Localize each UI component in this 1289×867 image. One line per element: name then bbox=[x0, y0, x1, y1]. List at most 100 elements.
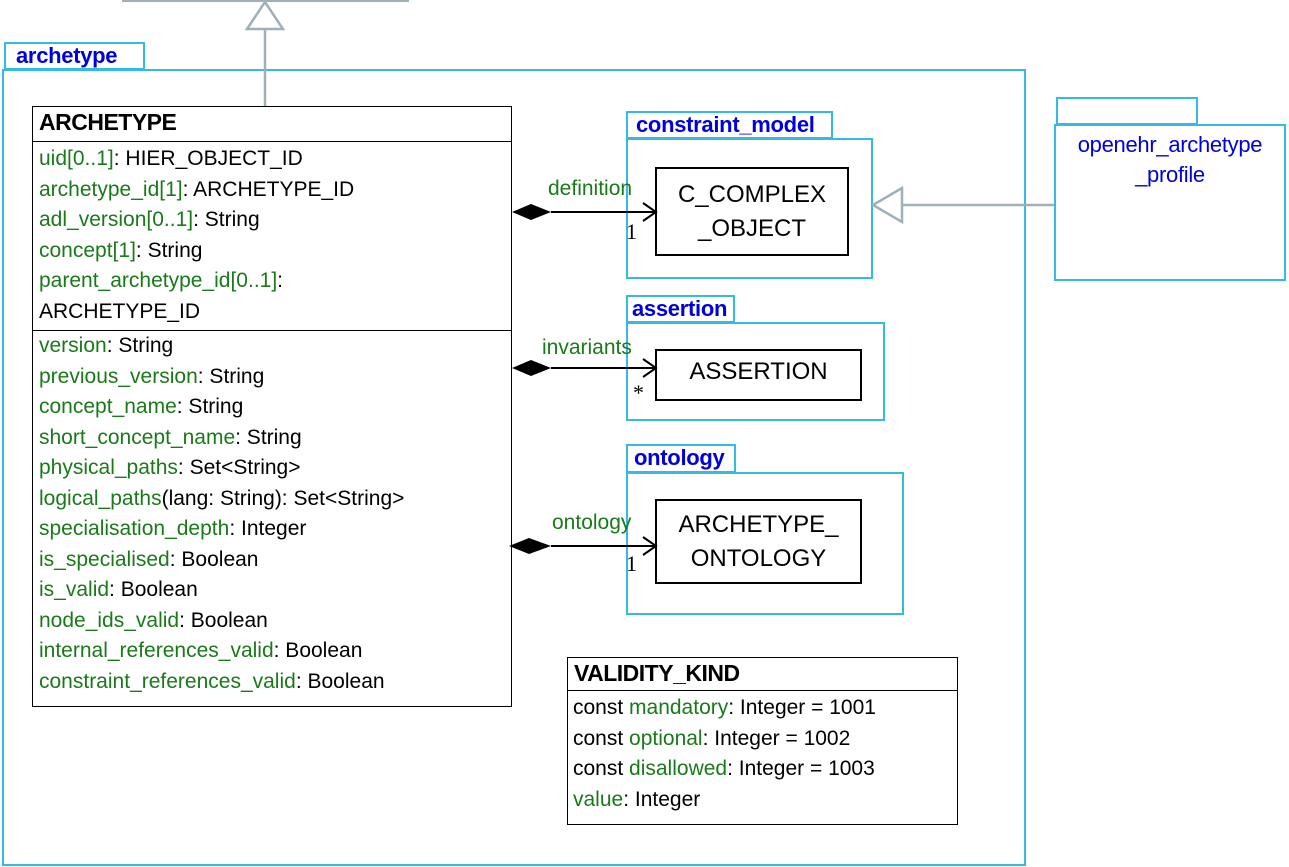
attribute-type: : Integer = 1003 bbox=[727, 757, 875, 780]
attribute-row: internal_references_valid: Boolean bbox=[39, 636, 505, 667]
constraint-model-package-tab[interactable]: constraint_model bbox=[626, 111, 833, 139]
attribute-type: : String bbox=[176, 395, 244, 418]
attribute-type: : Set<String> bbox=[177, 456, 301, 479]
validity-kind-class[interactable]: VALIDITY_KIND const mandatory: Integer =… bbox=[567, 657, 958, 825]
assertion-class-label: ASSERTION bbox=[689, 358, 828, 385]
definition-role-label: definition bbox=[548, 177, 633, 200]
attribute-row: const mandatory: Integer = 1001 bbox=[573, 693, 951, 724]
archetype-ontology-class[interactable]: ARCHETYPE_ ONTOLOGY bbox=[655, 499, 862, 584]
attribute-name: internal_references_valid bbox=[39, 639, 274, 662]
attribute-prefix: const bbox=[573, 726, 630, 750]
attribute-row: is_valid: Boolean bbox=[39, 575, 505, 606]
attribute-prefix: const bbox=[573, 757, 630, 780]
attribute-name: disallowed bbox=[629, 757, 728, 780]
attribute-row: concept_name: String bbox=[39, 392, 505, 423]
attribute-type: : Integer bbox=[229, 517, 307, 540]
constraint-model-package-label: constraint_model bbox=[636, 112, 815, 137]
attribute-name: concept_name bbox=[39, 395, 177, 418]
definition-association bbox=[512, 202, 658, 222]
attribute-row: constraint_references_valid: Boolean bbox=[39, 667, 505, 698]
attribute-row: archetype_id[1]: ARCHETYPE_ID bbox=[39, 175, 505, 206]
attribute-name: short_concept_name bbox=[39, 425, 236, 449]
attribute-row: short_concept_name: String bbox=[39, 423, 505, 454]
attribute-type: : Boolean bbox=[179, 608, 268, 632]
assertion-class[interactable]: ASSERTION bbox=[655, 349, 862, 401]
attribute-name: specialisation_depth bbox=[39, 517, 230, 540]
ontology-role-label: ontology bbox=[552, 511, 632, 534]
assertion-package-tab[interactable]: assertion bbox=[626, 295, 735, 323]
attribute-type: : Integer = 1001 bbox=[728, 696, 876, 719]
attribute-type: : HIER_OBJECT_ID bbox=[113, 147, 303, 170]
invariants-multiplicity: * bbox=[633, 380, 644, 405]
attribute-row: const disallowed: Integer = 1003 bbox=[573, 754, 951, 785]
ontology-multiplicity: 1 bbox=[626, 551, 637, 576]
invariants-role-label: invariants bbox=[542, 336, 632, 359]
attribute-name: concept[1] bbox=[39, 238, 136, 262]
attribute-type: ARCHETYPE_ID bbox=[39, 299, 201, 323]
attribute-row: node_ids_valid: Boolean bbox=[39, 606, 505, 637]
attribute-row: physical_paths: Set<String> bbox=[39, 453, 505, 484]
attribute-type: : bbox=[277, 269, 284, 292]
openehr-profile-label-line2: _profile bbox=[1135, 162, 1205, 187]
attribute-type: : String bbox=[197, 364, 265, 388]
attribute-name: value bbox=[573, 787, 624, 811]
ontology-package-tab[interactable]: ontology bbox=[626, 444, 736, 473]
c-complex-object-label: C_COMPLEX _OBJECT bbox=[677, 180, 827, 242]
openehr-profile-label-line1: openehr_archetype bbox=[1077, 132, 1263, 157]
definition-multiplicity: 1 bbox=[626, 219, 637, 244]
attribute-row: uid[0..1]: HIER_OBJECT_ID bbox=[39, 144, 505, 175]
attribute-name: logical_paths bbox=[39, 486, 162, 510]
attribute-type: : Boolean bbox=[169, 547, 259, 571]
attribute-name: optional bbox=[629, 726, 703, 750]
profile-generalization bbox=[870, 185, 1054, 225]
attribute-name: adl_version[0..1] bbox=[39, 208, 194, 231]
attribute-row: version: String bbox=[39, 331, 505, 362]
attribute-name: is_valid bbox=[39, 578, 110, 601]
attribute-row: is_specialised: Boolean bbox=[39, 545, 505, 576]
attribute-row: previous_version: String bbox=[39, 362, 505, 393]
attribute-prefix: const bbox=[573, 696, 630, 719]
attribute-type: : Integer bbox=[623, 787, 701, 811]
attribute-type: : Boolean bbox=[273, 639, 363, 662]
attribute-row: logical_paths(lang: String): Set<String> bbox=[39, 484, 505, 515]
attribute-type: : String bbox=[135, 238, 203, 262]
invariants-association bbox=[512, 358, 658, 378]
attribute-name: constraint_references_valid bbox=[39, 669, 296, 693]
archetype-package-label: archetype bbox=[16, 43, 118, 68]
attribute-name: physical_paths bbox=[39, 456, 178, 479]
attribute-row: adl_version[0..1]: String bbox=[39, 205, 505, 236]
attribute-type: : ARCHETYPE_ID bbox=[182, 177, 355, 201]
archetype-class-title: ARCHETYPE bbox=[39, 109, 177, 135]
attribute-type: : String bbox=[106, 334, 174, 357]
attribute-row: concept[1]: String bbox=[39, 236, 505, 267]
validity-kind-title: VALIDITY_KIND bbox=[574, 660, 740, 686]
attribute-row: const optional: Integer = 1002 bbox=[573, 724, 951, 755]
archetype-ontology-label: ARCHETYPE_ ONTOLOGY bbox=[678, 510, 839, 572]
openehr-profile-package[interactable]: openehr_archetype _profile bbox=[1054, 124, 1286, 281]
ontology-package-label: ontology bbox=[634, 445, 725, 470]
attribute-type: (lang: String): Set<String> bbox=[161, 486, 405, 510]
c-complex-object-class[interactable]: C_COMPLEX _OBJECT bbox=[655, 167, 849, 256]
attribute-type: : String bbox=[235, 425, 302, 449]
archetype-generalization bbox=[244, 0, 286, 106]
attribute-name: version bbox=[39, 334, 107, 357]
attribute-row: parent_archetype_id[0..1]: bbox=[39, 266, 505, 297]
attribute-type: : String bbox=[193, 208, 260, 231]
attribute-row: value: Integer bbox=[573, 785, 951, 816]
attribute-name: mandatory bbox=[629, 696, 729, 719]
attribute-name: parent_archetype_id[0..1] bbox=[39, 269, 278, 292]
attribute-row: ARCHETYPE_ID bbox=[39, 297, 505, 328]
attribute-name: node_ids_valid bbox=[39, 608, 180, 632]
attribute-name: archetype_id[1] bbox=[39, 177, 183, 201]
attribute-type: : Boolean bbox=[109, 578, 198, 601]
ontology-association bbox=[509, 536, 658, 556]
attribute-name: is_specialised bbox=[39, 547, 170, 571]
attribute-name: uid[0..1] bbox=[39, 147, 114, 170]
assertion-package-label: assertion bbox=[632, 296, 728, 321]
attribute-name: previous_version bbox=[39, 364, 198, 388]
